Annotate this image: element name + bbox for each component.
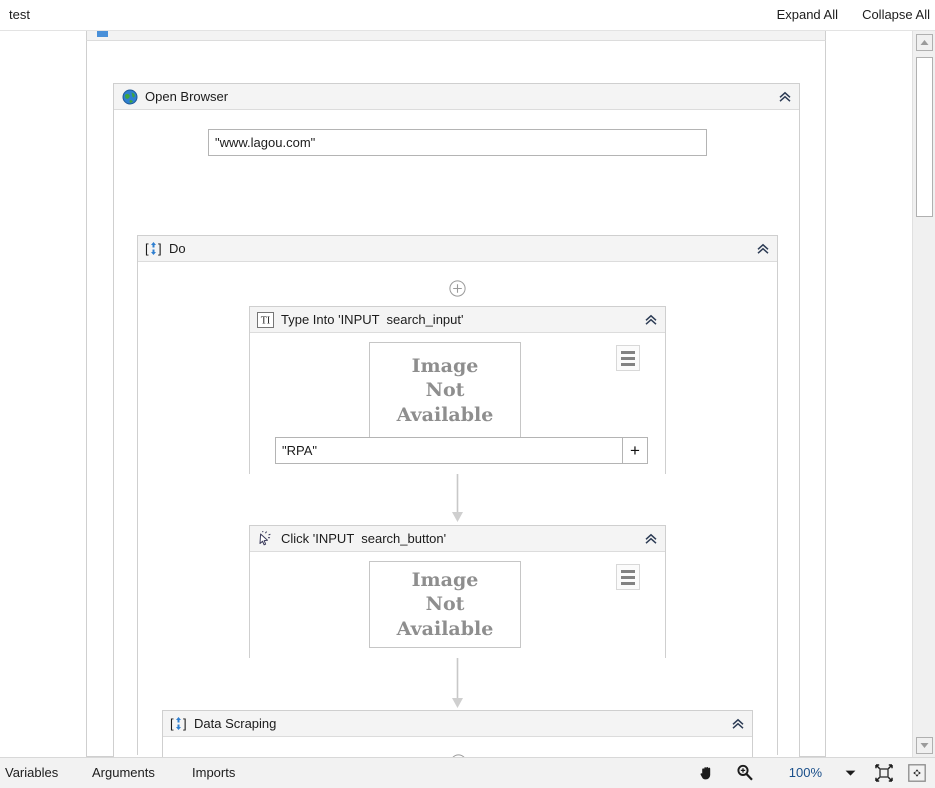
hamburger-menu-icon-bar (621, 356, 635, 360)
type-into-title: Type Into 'INPUT search_input' (281, 312, 464, 327)
scrollbar-up-button[interactable] (916, 34, 933, 51)
double-chevron-up-icon (645, 314, 657, 325)
do-sequence-body: TI Type Into 'INPUT search_input' (138, 262, 777, 757)
plus-circle-icon (452, 754, 465, 757)
bottom-status-bar: Variables Arguments Imports 100% (0, 757, 935, 788)
add-activity-button-scraping[interactable] (450, 754, 467, 757)
click-title: Click 'INPUT search_button' (281, 531, 447, 546)
data-scraping-body: Attach Browser ' Page' (163, 737, 752, 757)
open-browser-body: "www.lagou.com" [ ] Do (114, 110, 799, 757)
activity-open-browser[interactable]: Open Browser "www.lagou.com" (113, 83, 800, 757)
connector-arrow (451, 474, 464, 524)
sequence-icon: [ ] (170, 715, 187, 732)
image-placeholder-line-1: Image (411, 569, 479, 592)
hamburger-menu-icon-bar (621, 581, 635, 585)
activity-data-scraping[interactable]: [ ] Data Scraping (162, 710, 753, 757)
click-cursor-icon (257, 530, 274, 547)
click-collapse-button[interactable] (641, 529, 661, 549)
image-placeholder-line-2: Not (425, 593, 465, 616)
double-chevron-up-icon (779, 91, 791, 102)
type-into-add-button[interactable]: + (623, 437, 648, 464)
globe-icon (121, 88, 138, 105)
add-activity-button-do[interactable] (449, 280, 466, 297)
workflow-designer-canvas[interactable]: Open Browser "www.lagou.com" (0, 31, 912, 757)
zoom-level-label[interactable]: 100% (788, 765, 822, 780)
fit-to-content-icon (908, 764, 926, 782)
hamburger-menu-icon-bar (621, 362, 635, 366)
activity-type-into[interactable]: TI Type Into 'INPUT search_input' (249, 306, 666, 474)
data-scraping-header[interactable]: [ ] Data Scraping (163, 711, 752, 737)
scrollbar-thumb[interactable] (916, 57, 933, 217)
svg-text:]: ] (158, 241, 162, 256)
chevron-down-icon (845, 770, 855, 776)
scrollbar-down-button[interactable] (916, 737, 933, 754)
type-into-icon: TI (257, 311, 274, 328)
sequence-icon: [ ] (145, 240, 162, 257)
expand-all-link[interactable]: Expand All (776, 7, 838, 22)
do-sequence-collapse-button[interactable] (753, 239, 773, 259)
pan-tool-button[interactable] (697, 763, 717, 783)
type-into-menu-button[interactable] (616, 345, 640, 371)
tab-variables[interactable]: Variables (5, 765, 59, 780)
image-placeholder-line-3: Available (396, 403, 494, 426)
open-browser-title: Open Browser (145, 89, 229, 104)
scroll-down-arrow-icon (920, 743, 929, 748)
hamburger-menu-icon-bar (621, 350, 635, 354)
vertical-scrollbar[interactable] (912, 31, 935, 757)
data-scraping-title: Data Scraping (194, 716, 277, 731)
open-browser-header[interactable]: Open Browser (114, 84, 799, 110)
svg-text:]: ] (183, 716, 187, 731)
svg-text:[: [ (170, 716, 174, 731)
do-sequence-header[interactable]: [ ] Do (138, 236, 777, 262)
zoom-dropdown-button[interactable] (843, 763, 857, 783)
fit-to-screen-button[interactable] (874, 763, 894, 783)
collapse-all-link[interactable]: Collapse All (862, 7, 930, 22)
svg-text:[: [ (145, 241, 149, 256)
connector-arrow (451, 658, 464, 710)
fit-to-screen-icon (875, 764, 893, 782)
type-into-image-placeholder: Image Not Available (369, 342, 521, 439)
hamburger-menu-icon-bar (621, 569, 635, 573)
zoom-tool-button[interactable] (735, 763, 755, 783)
down-arrow-icon (452, 658, 463, 708)
hamburger-menu-icon-bar (621, 575, 635, 579)
double-chevron-up-icon (645, 533, 657, 544)
open-browser-url-input[interactable]: "www.lagou.com" (208, 129, 707, 156)
do-sequence-title: Do (169, 241, 186, 256)
click-header[interactable]: Click 'INPUT search_button' (250, 526, 665, 552)
type-into-header[interactable]: TI Type Into 'INPUT search_input' (250, 307, 665, 333)
type-into-text-input[interactable]: "RPA" (275, 437, 623, 464)
open-browser-collapse-button[interactable] (775, 87, 795, 107)
root-sequence-header (86, 31, 826, 41)
type-into-body: Image Not Available "RPA" (250, 333, 665, 474)
image-placeholder-line-1: Image (411, 355, 479, 378)
magnifier-zoom-in-icon (737, 764, 753, 781)
double-chevron-up-icon (757, 243, 769, 254)
activity-click[interactable]: Click 'INPUT search_button' (249, 525, 666, 658)
tab-arguments[interactable]: Arguments (92, 765, 155, 780)
scroll-up-arrow-icon (920, 40, 929, 45)
page-title: test (9, 7, 30, 22)
activity-do-sequence[interactable]: [ ] Do (137, 235, 778, 757)
plus-circle-icon (449, 280, 466, 297)
image-placeholder-line-2: Not (425, 379, 465, 402)
image-placeholder-line-3: Available (396, 617, 494, 640)
click-image-placeholder: Image Not Available (369, 561, 521, 648)
hand-pan-icon (700, 767, 711, 780)
double-chevron-up-icon (732, 718, 744, 729)
click-body: Image Not Available (250, 552, 665, 658)
down-arrow-icon (452, 474, 463, 522)
data-scraping-collapse-button[interactable] (728, 714, 748, 734)
top-bar: test Expand All Collapse All (0, 0, 935, 31)
tab-imports[interactable]: Imports (192, 765, 236, 780)
fit-to-content-button[interactable] (907, 763, 927, 783)
type-into-collapse-button[interactable] (641, 310, 661, 330)
click-menu-button[interactable] (616, 564, 640, 590)
root-sequence-marker (97, 31, 108, 37)
svg-text:TI: TI (261, 315, 270, 326)
